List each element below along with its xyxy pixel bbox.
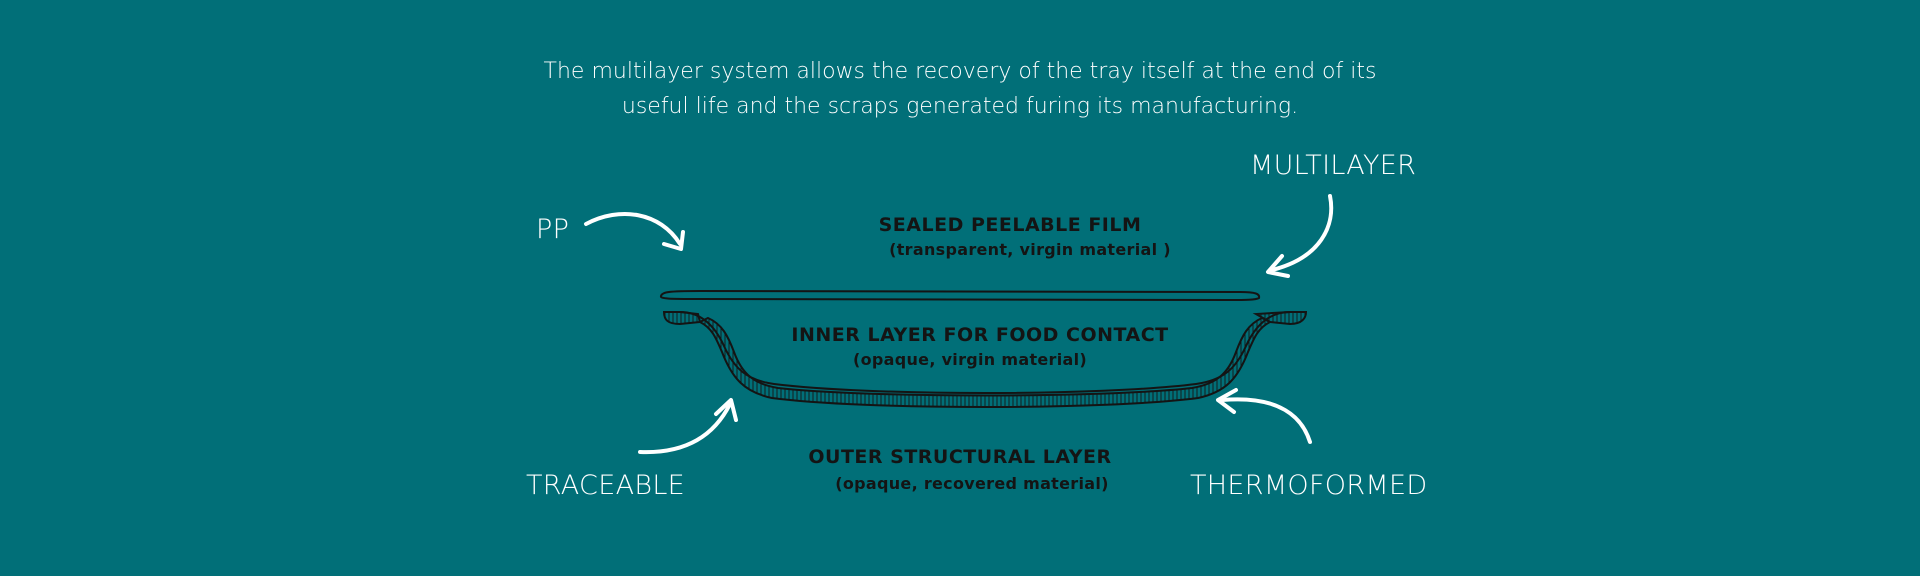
curved-arrow-icon: [1216, 388, 1312, 444]
curved-arrow-icon: [584, 211, 685, 251]
film-layer-title: SEALED PEELABLE FILM: [878, 214, 1142, 236]
curved-arrow-icon: [1266, 194, 1334, 278]
intro-line-1: The multilayer system allows the recover…: [543, 59, 1377, 84]
label-multilayer: MULTILAYER: [1250, 150, 1417, 181]
tray-left-rim: [662, 311, 702, 326]
outer-layer-title: OUTER STRUCTURAL LAYER: [808, 446, 1112, 468]
film-layer-subtitle: (transparent, virgin material ): [889, 240, 1171, 259]
curved-arrow-icon: [638, 398, 738, 455]
label-traceable: TRACEABLE: [526, 470, 686, 501]
sealed-film: [660, 289, 1261, 302]
tray-inner-contour: [679, 311, 1291, 394]
label-pp: PP: [536, 214, 570, 245]
tray-right-rim: [1252, 311, 1308, 326]
intro-text: The multilayer system allows the recover…: [0, 54, 1920, 124]
inner-layer-title: INNER LAYER FOR FOOD CONTACT: [791, 324, 1169, 346]
intro-line-2: useful life and the scraps generated fur…: [621, 94, 1299, 119]
outer-layer-subtitle: (opaque, recovered material): [835, 474, 1109, 493]
label-thermoformed: THERMOFORMED: [1190, 470, 1428, 501]
inner-layer-subtitle: (opaque, virgin material): [852, 350, 1088, 369]
